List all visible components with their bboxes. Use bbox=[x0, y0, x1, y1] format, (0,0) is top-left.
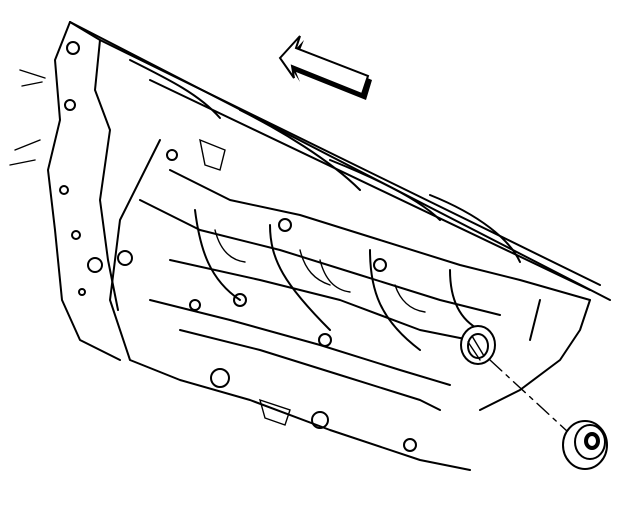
engine-block-left-face bbox=[9, 21, 121, 361]
install-path-line bbox=[489, 359, 569, 433]
gallery-bore bbox=[460, 325, 496, 365]
crankcase bbox=[109, 138, 591, 471]
arrow-left-icon bbox=[278, 35, 372, 100]
deck-surface bbox=[69, 21, 611, 301]
gallery-plug bbox=[562, 420, 608, 470]
block-rear-face bbox=[479, 299, 591, 411]
